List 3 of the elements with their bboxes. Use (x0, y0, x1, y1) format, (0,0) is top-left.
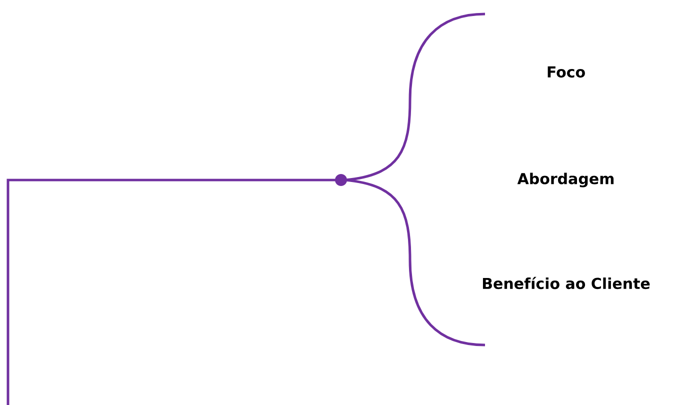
label: Benefício ao Cliente (482, 276, 650, 290)
label: Foco (548, 66, 585, 78)
label: Abordagem (517, 172, 614, 188)
